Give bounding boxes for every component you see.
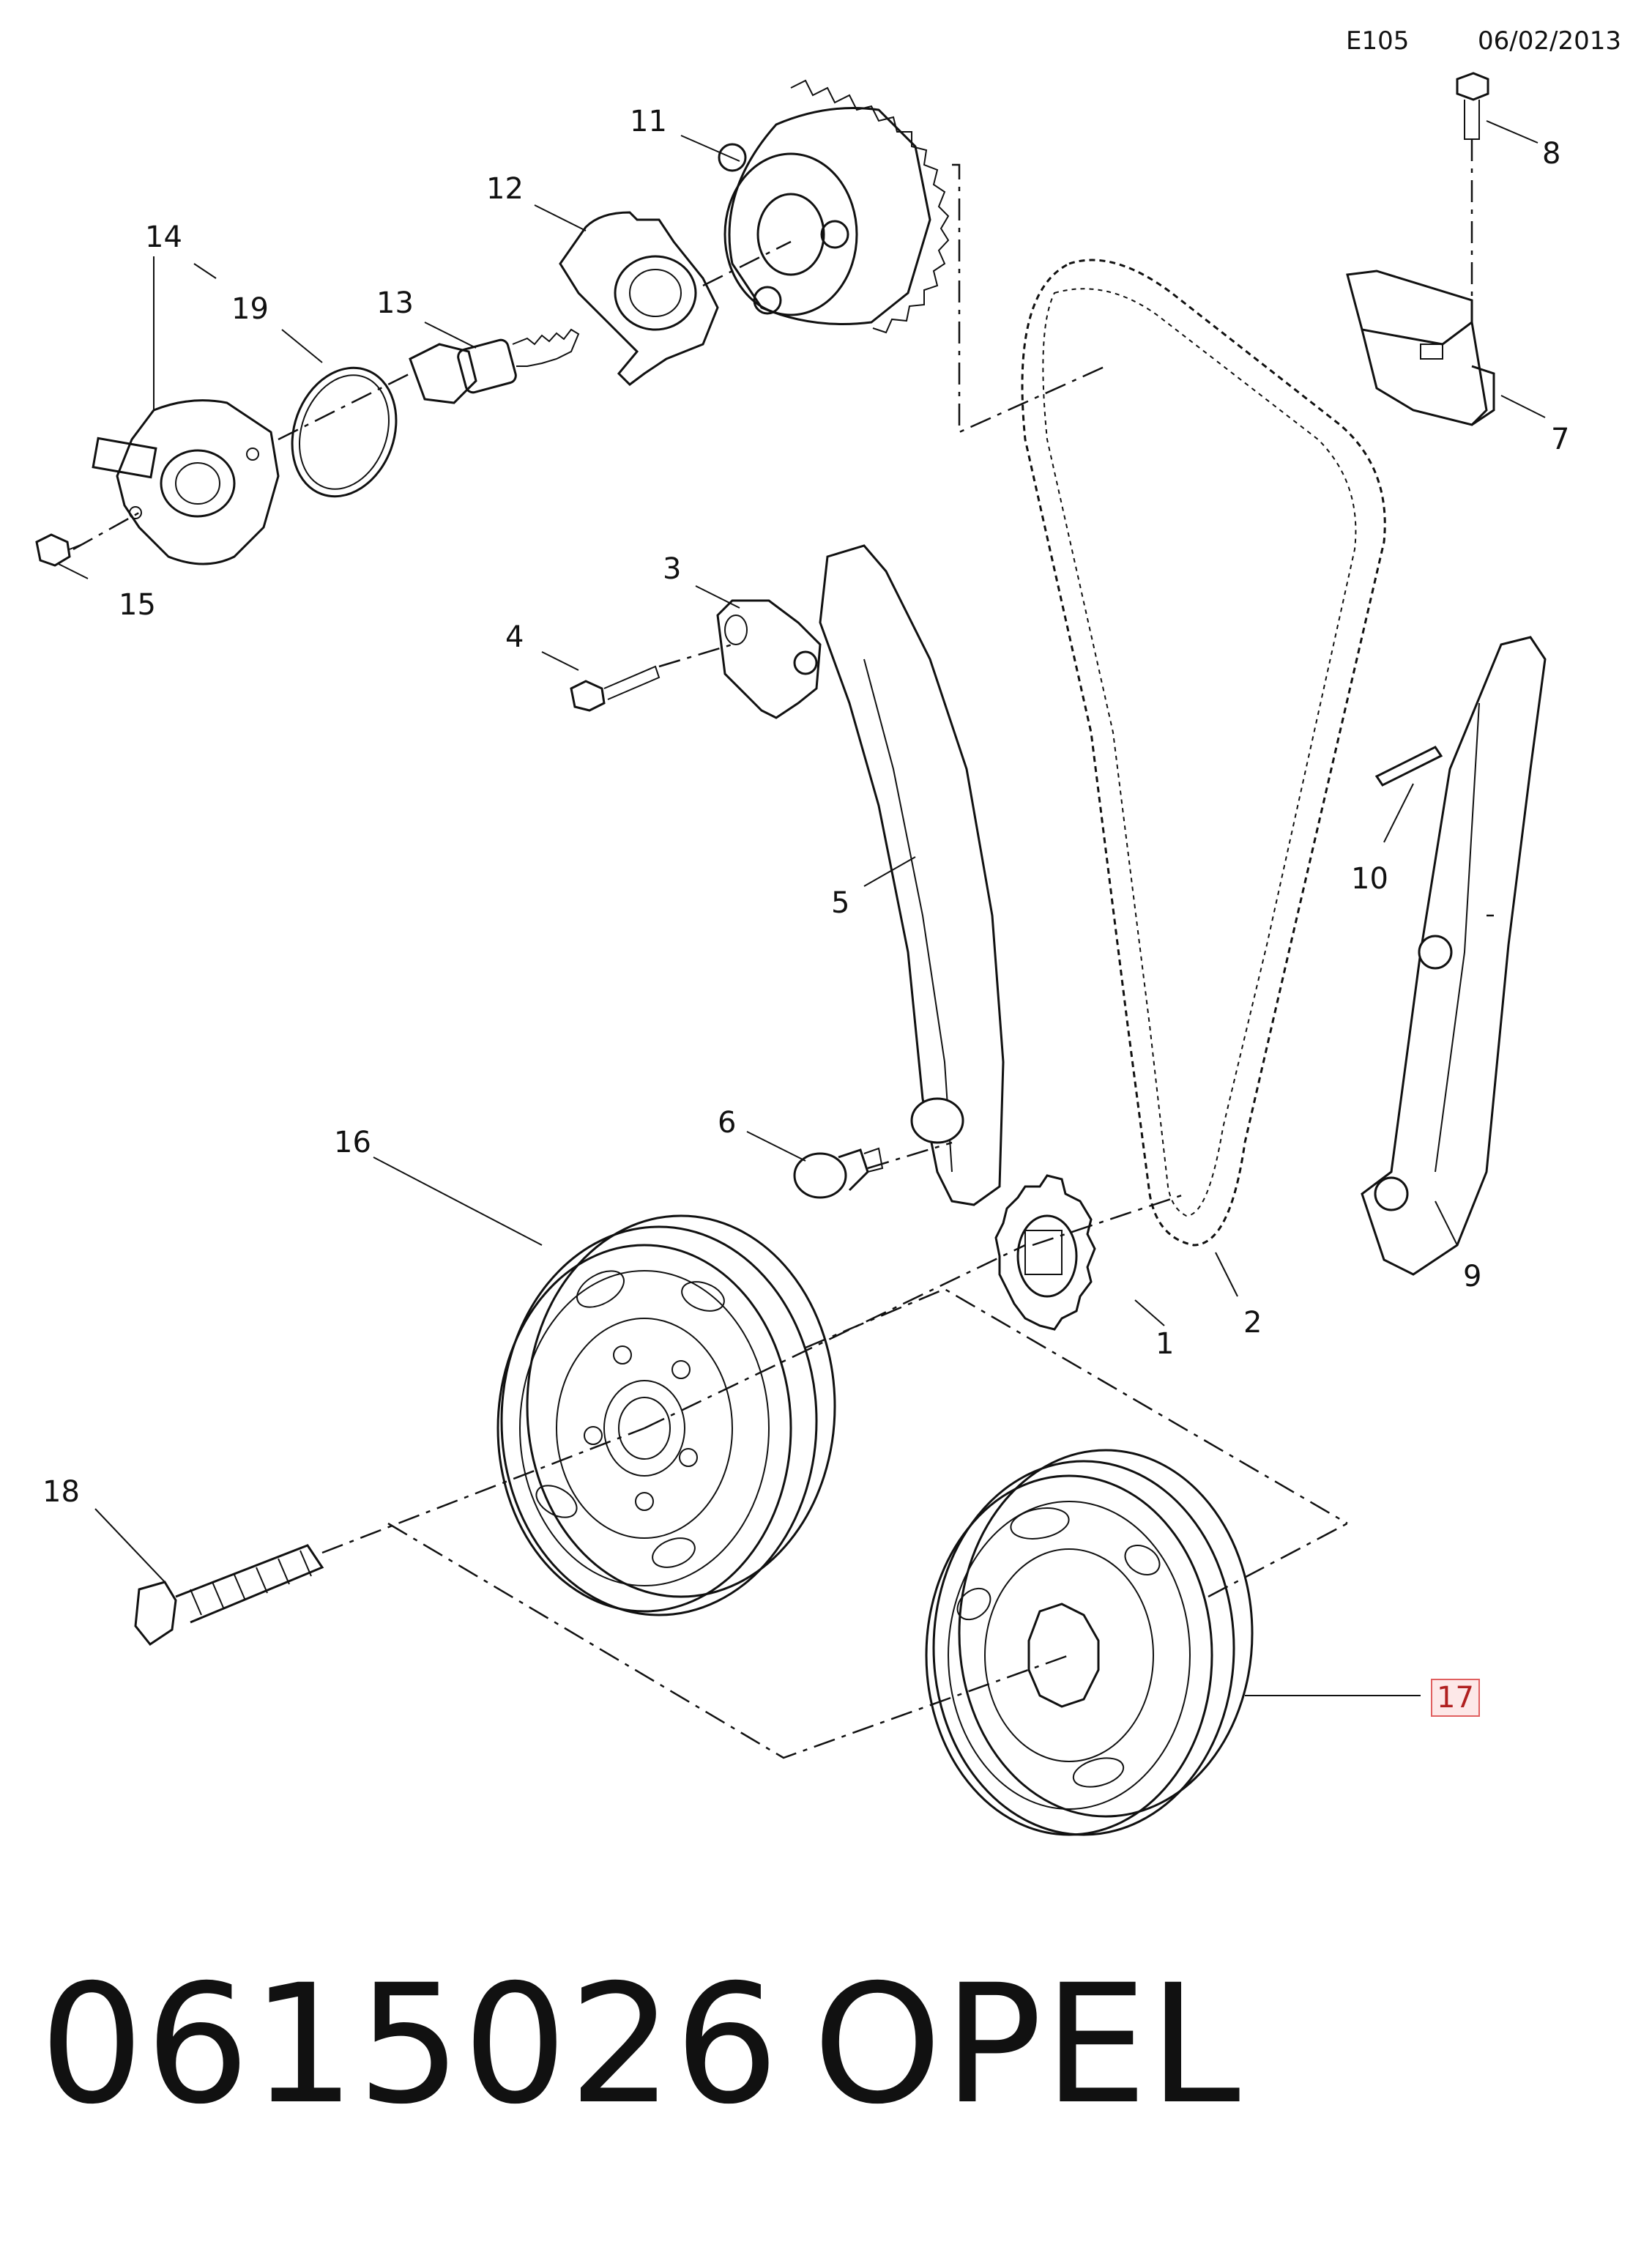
callout-11[interactable]: 11 — [630, 105, 667, 138]
callout-17-highlighted[interactable]: 17 — [1431, 1679, 1480, 1717]
callout-3[interactable]: 3 — [663, 552, 682, 586]
callout-2[interactable]: 2 — [1243, 1306, 1262, 1340]
callout-16[interactable]: 16 — [334, 1126, 371, 1159]
diagram-date: 06/02/2013 — [1478, 26, 1621, 56]
guide-rail — [819, 544, 1005, 1206]
callout-6[interactable]: 6 — [718, 1106, 737, 1140]
pin-10 — [1374, 746, 1443, 787]
pivot-bolt — [793, 1147, 884, 1199]
camshaft-phaser — [718, 79, 950, 334]
solenoid-housing — [92, 399, 280, 565]
callout-9[interactable]: 9 — [1463, 1260, 1482, 1293]
callout-13[interactable]: 13 — [376, 286, 414, 320]
callout-10[interactable]: 10 — [1351, 862, 1388, 896]
callout-5[interactable]: 5 — [831, 886, 850, 920]
callout-7[interactable]: 7 — [1551, 423, 1570, 456]
crank-pulley-17 — [925, 1449, 1254, 1836]
diagram-code: E105 — [1346, 26, 1410, 56]
callout-14[interactable]: 14 — [145, 220, 182, 254]
callout-19[interactable]: 19 — [231, 292, 269, 326]
chain-tensioner-block — [1346, 270, 1495, 426]
crank-sprocket — [994, 1174, 1096, 1331]
callout-15[interactable]: 15 — [119, 588, 156, 622]
callout-12[interactable]: 12 — [486, 172, 524, 206]
seal-ring — [291, 366, 398, 498]
bolt-18 — [134, 1544, 324, 1646]
bolt-8 — [1456, 72, 1489, 140]
bolt-4 — [570, 665, 661, 712]
callout-1[interactable]: 1 — [1156, 1327, 1175, 1361]
brand-name: OPEL — [813, 1949, 1242, 2140]
part-number: 0615026 — [40, 1949, 781, 2140]
bolt-15 — [35, 533, 85, 567]
timing-chain — [1021, 259, 1386, 1247]
assembly-lines — [72, 139, 1494, 1759]
callout-8[interactable]: 8 — [1542, 137, 1561, 171]
tensioner-guide-rail — [1361, 636, 1547, 1276]
callout-4[interactable]: 4 — [505, 620, 524, 654]
leader-lines — [58, 120, 1546, 1696]
control-valve — [409, 328, 580, 404]
chain-tensioner — [716, 599, 822, 719]
crank-pulley-16 — [496, 1214, 836, 1616]
phaser-cover-plate — [559, 211, 719, 386]
callout-18[interactable]: 18 — [42, 1475, 80, 1509]
